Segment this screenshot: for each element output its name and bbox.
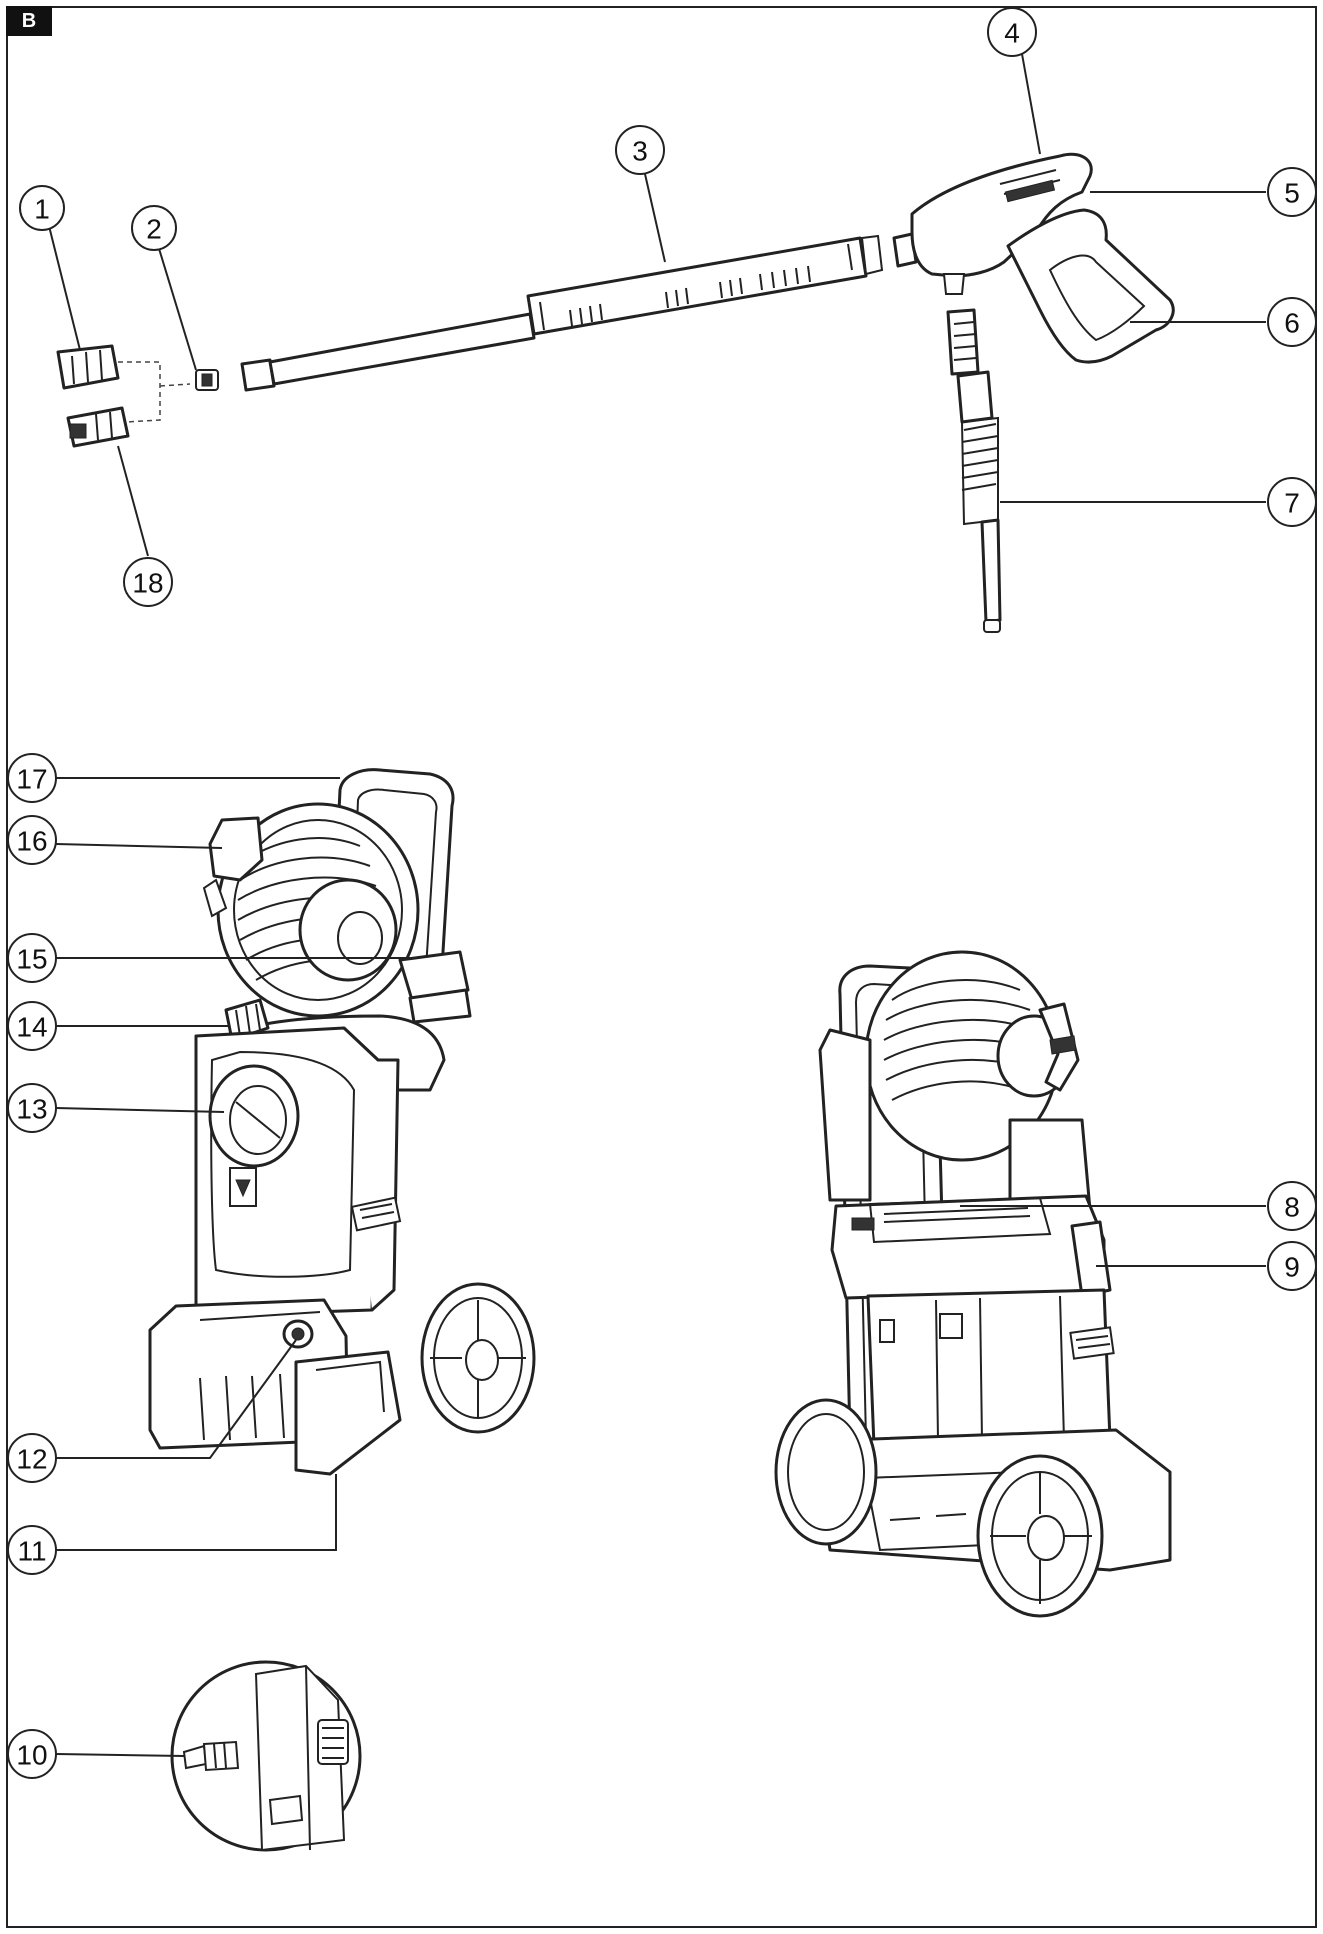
nozzle-connection-dashes xyxy=(118,361,191,423)
callout-17-label: 17 xyxy=(16,764,47,795)
diagram-frame xyxy=(6,6,1317,1928)
callout-3: 3 xyxy=(615,125,665,175)
callout-1-label: 1 xyxy=(34,194,50,225)
quick-nozzle-part xyxy=(66,406,130,448)
spray-gun-part xyxy=(892,152,1175,364)
pressure-washer-front-view xyxy=(148,768,536,1476)
nozzle-cap-part xyxy=(56,344,120,390)
callout-17: 17 xyxy=(7,753,57,803)
callout-5: 5 xyxy=(1267,167,1317,217)
nozzle-insert-part xyxy=(195,369,219,391)
callout-8-label: 8 xyxy=(1284,1192,1300,1223)
callout-7: 7 xyxy=(1267,477,1317,527)
callout-13: 13 xyxy=(7,1083,57,1133)
lance-tube-part xyxy=(240,312,536,392)
callout-6: 6 xyxy=(1267,297,1317,347)
lance-extension-part xyxy=(526,234,884,336)
callout-3-label: 3 xyxy=(632,136,648,167)
callout-16: 16 xyxy=(7,815,57,865)
callout-2: 2 xyxy=(131,205,177,251)
detail-inset-inlet-filter xyxy=(170,1660,362,1852)
callout-11-label: 11 xyxy=(17,1536,46,1567)
section-badge: B xyxy=(6,6,52,36)
callout-12-label: 12 xyxy=(16,1444,47,1475)
callout-13-label: 13 xyxy=(16,1094,47,1125)
callout-9-label: 9 xyxy=(1284,1252,1300,1283)
callout-18-label: 18 xyxy=(132,568,163,599)
callout-14: 14 xyxy=(7,1001,57,1051)
callout-14-label: 14 xyxy=(16,1012,47,1043)
hose-connector-part xyxy=(946,308,1002,633)
callout-18: 18 xyxy=(123,557,173,607)
callout-1: 1 xyxy=(19,185,65,231)
callout-5-label: 5 xyxy=(1284,178,1300,209)
callout-12: 12 xyxy=(7,1433,57,1483)
callout-9: 9 xyxy=(1267,1241,1317,1291)
callout-4-label: 4 xyxy=(1004,18,1020,49)
callout-8: 8 xyxy=(1267,1181,1317,1231)
callout-10: 10 xyxy=(7,1729,57,1779)
callout-6-label: 6 xyxy=(1284,308,1300,339)
pressure-washer-rear-view xyxy=(774,950,1172,1618)
leader-lines xyxy=(48,53,1266,1757)
callout-2-label: 2 xyxy=(146,214,162,245)
callout-15-label: 15 xyxy=(16,944,47,975)
callout-15: 15 xyxy=(7,933,57,983)
callout-16-label: 16 xyxy=(16,826,47,857)
callout-7-label: 7 xyxy=(1284,488,1300,519)
callout-10-label: 10 xyxy=(16,1740,47,1771)
callout-11: 11 xyxy=(7,1525,57,1575)
callout-4: 4 xyxy=(987,7,1037,57)
